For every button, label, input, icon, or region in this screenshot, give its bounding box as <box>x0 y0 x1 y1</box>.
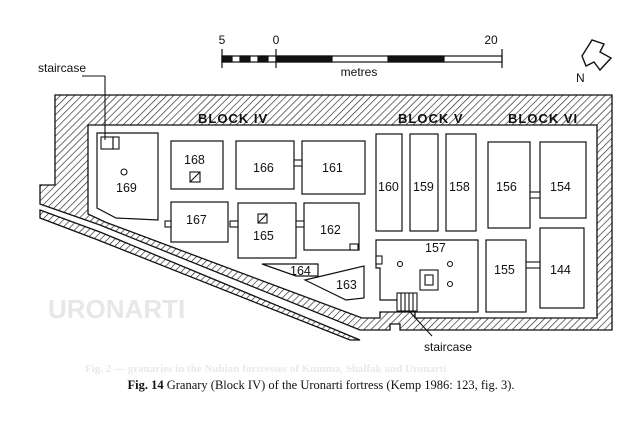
room-label-166: 166 <box>253 161 274 175</box>
room-168 <box>170 140 224 190</box>
block-vi-label: BLOCK VI <box>508 111 578 126</box>
room-label-160: 160 <box>378 180 399 194</box>
room-156 <box>487 141 531 229</box>
north-arrow-icon <box>581 39 613 72</box>
scale-bar <box>221 49 503 68</box>
scale-tick-5: 5 <box>219 33 226 47</box>
room-label-159: 159 <box>413 180 434 194</box>
room-label-169: 169 <box>116 181 137 195</box>
figure-caption: Fig. 14 Granary (Block IV) of the Uronar… <box>0 378 642 393</box>
block-iv-label: BLOCK IV <box>198 111 268 126</box>
room-label-158: 158 <box>449 180 470 194</box>
rooms <box>96 132 587 313</box>
room-164 <box>261 263 319 277</box>
room-label-161: 161 <box>322 161 343 175</box>
room-label-168: 168 <box>184 153 205 167</box>
block-v-label: BLOCK V <box>398 111 464 126</box>
room-167 <box>170 201 229 243</box>
watermark-caption-text: Fig. 2 — granaries in the Nubian fortres… <box>85 363 446 375</box>
room-label-155: 155 <box>494 263 515 277</box>
room-label-162: 162 <box>320 223 341 237</box>
room-169 <box>96 132 159 221</box>
scale-tick-20: 20 <box>484 33 498 47</box>
room-161 <box>301 140 366 195</box>
room-154 <box>539 141 587 219</box>
north-label: N <box>576 71 585 85</box>
room-163 <box>303 265 365 301</box>
room-label-165: 165 <box>253 229 274 243</box>
room-144 <box>539 227 585 309</box>
room-label-157: 157 <box>425 241 446 255</box>
room-160 <box>375 133 403 232</box>
room-label-144: 144 <box>550 263 571 277</box>
room-label-154: 154 <box>550 180 571 194</box>
west-ground-line <box>39 209 361 341</box>
room-155 <box>485 239 527 313</box>
scale-tick-0: 0 <box>273 33 280 47</box>
room-165 <box>237 202 297 259</box>
room-159 <box>409 133 439 232</box>
room-label-156: 156 <box>496 180 517 194</box>
room-158 <box>445 133 477 232</box>
staircase-label-bottom: staircase <box>424 340 472 354</box>
plan-details <box>82 75 541 337</box>
room-label-167: 167 <box>186 213 207 227</box>
room-162 <box>303 202 360 251</box>
watermark-site-text: URONARTI <box>48 294 185 324</box>
scale-unit-label: metres <box>341 65 378 79</box>
room-label-164: 164 <box>290 264 311 278</box>
room-label-163: 163 <box>336 278 357 292</box>
figure-caption-text: Granary (Block IV) of the Uronarti fortr… <box>163 378 515 392</box>
staircase-label-top: staircase <box>38 61 86 75</box>
figure-number: Fig. 14 <box>127 378 164 392</box>
